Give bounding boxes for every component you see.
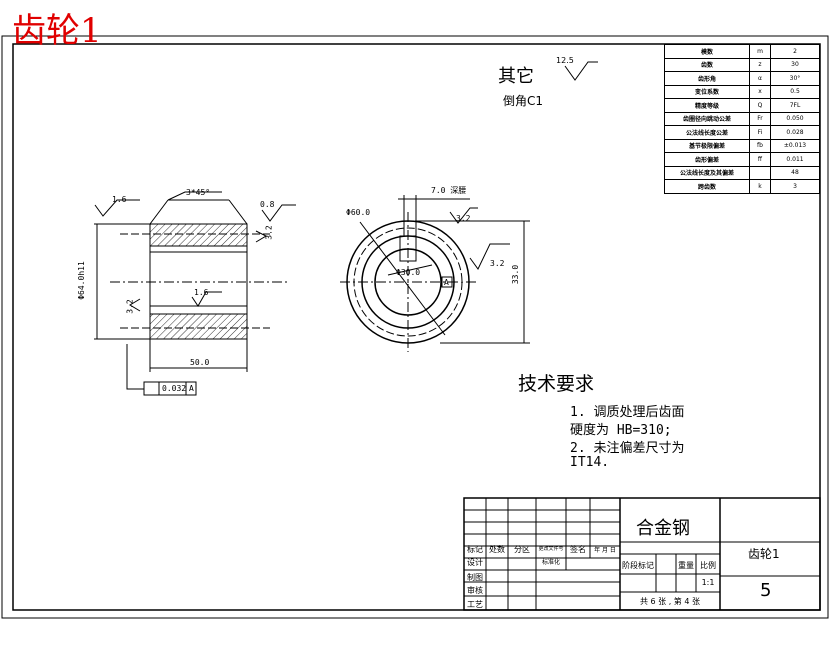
roughness-symbol bbox=[564, 61, 598, 81]
param-val: 7FL bbox=[770, 98, 820, 113]
tb-design: 设计 bbox=[467, 558, 483, 567]
note-title: 其它 bbox=[498, 66, 534, 87]
roughness-right: 0.8 bbox=[260, 200, 275, 209]
datum-label: A bbox=[444, 278, 449, 287]
param-name: 变位系数 bbox=[664, 84, 750, 99]
width-dim: 50.0 bbox=[190, 358, 210, 367]
tb-signature: 签名 bbox=[570, 545, 586, 554]
diameter-dim: Φ64.0h11 bbox=[76, 261, 86, 300]
tb-date: 年 月 日 bbox=[594, 547, 616, 554]
param-name: 公法线长度公差 bbox=[664, 125, 750, 140]
roughness-face: 3.2 bbox=[264, 225, 274, 240]
tb-zone: 分区 bbox=[514, 545, 530, 554]
param-sym: z bbox=[749, 57, 771, 72]
side-view bbox=[94, 191, 296, 396]
tolerance-datum: A bbox=[189, 384, 194, 393]
tb-stage-mark: 阶段标记 bbox=[622, 561, 654, 570]
tolerance-value: 0.032 bbox=[162, 384, 187, 393]
param-name: 齿圈径向跳动公差 bbox=[664, 111, 750, 126]
outer-frame bbox=[1, 35, 829, 619]
param-sym: m bbox=[749, 44, 771, 59]
param-name: 齿形偏差 bbox=[664, 152, 750, 167]
param-val: ±0.013 bbox=[770, 138, 820, 153]
param-sym bbox=[749, 165, 771, 180]
tb-scale: 比例 bbox=[700, 561, 716, 570]
roughness-bore-left: 3.2 bbox=[125, 299, 135, 314]
tb-weight: 重量 bbox=[678, 561, 694, 570]
param-sym: Q bbox=[749, 98, 771, 113]
param-val: 3 bbox=[770, 179, 820, 194]
tb-process: 工艺 bbox=[467, 600, 483, 609]
param-row: 公法线长度及其偏差 48 bbox=[664, 165, 820, 180]
param-name: 齿形角 bbox=[664, 71, 750, 86]
tech-req-line2: 硬度为 HB=310; bbox=[570, 423, 672, 438]
tb-scale-value: 1:1 bbox=[701, 578, 715, 587]
roughness-left: 1.6 bbox=[112, 195, 127, 204]
drawing-number: 5 bbox=[760, 580, 772, 601]
tb-review: 审核 bbox=[467, 586, 483, 595]
param-val: 0.028 bbox=[770, 125, 820, 140]
keyway-dim: 7.0 深腰 bbox=[431, 186, 467, 195]
chamfer-note: 倒角C1 bbox=[503, 94, 544, 108]
tech-req-title: 技术要求 bbox=[518, 373, 595, 395]
param-val: 0.5 bbox=[770, 84, 820, 99]
roughness-outer: 3.2 bbox=[490, 259, 505, 268]
note-roughness: 12.5 bbox=[556, 56, 574, 65]
param-name: 精度等级 bbox=[664, 98, 750, 113]
part-name: 齿轮1 bbox=[748, 547, 780, 561]
bore-dia: Φ30.0 bbox=[396, 268, 421, 277]
param-val: 30° bbox=[770, 71, 820, 86]
front-view bbox=[340, 195, 530, 352]
param-sym: ff bbox=[749, 152, 771, 167]
param-sym: α bbox=[749, 71, 771, 86]
roughness-bore: 1.6 bbox=[194, 288, 209, 297]
param-sym: k bbox=[749, 179, 771, 194]
tech-req-line3: 2. 未注偏差尺寸为 bbox=[570, 441, 685, 456]
inner-frame bbox=[12, 43, 821, 611]
title-block bbox=[463, 497, 821, 611]
param-name: 齿数 bbox=[664, 57, 750, 72]
param-name: 模数 bbox=[664, 44, 750, 59]
param-sym: x bbox=[749, 84, 771, 99]
param-sym: Fi bbox=[749, 125, 771, 140]
chamfer-dim: 3*45° bbox=[186, 188, 211, 197]
tb-standard: 标准化 bbox=[541, 559, 560, 566]
tb-mark: 标记 bbox=[467, 545, 483, 554]
param-val: 2 bbox=[770, 44, 820, 59]
param-val: 0.050 bbox=[770, 111, 820, 126]
corner-title: 齿轮1 bbox=[12, 11, 102, 51]
tb-drafting: 制图 bbox=[467, 573, 483, 582]
param-val: 30 bbox=[770, 57, 820, 72]
tech-req-line1: 1. 调质处理后齿面 bbox=[570, 405, 685, 420]
material: 合金钢 bbox=[636, 518, 690, 539]
param-val: 0.011 bbox=[770, 152, 820, 167]
param-name: 基节极限偏差 bbox=[664, 138, 750, 153]
param-val: 48 bbox=[770, 165, 820, 180]
outer-dia: Φ60.0 bbox=[346, 208, 371, 217]
height-dim: 33.0 bbox=[511, 264, 521, 285]
param-name: 跨齿数 bbox=[664, 179, 750, 194]
tb-sheet-info: 共 6 张 , 第 4 张 bbox=[640, 597, 700, 606]
param-name: 公法线长度及其偏差 bbox=[664, 165, 750, 180]
param-sym: Fr bbox=[749, 111, 771, 126]
tb-change-doc: 更改文件号 bbox=[538, 546, 564, 552]
tech-req-line4: IT14. bbox=[570, 455, 610, 470]
roughness-keyway: 3.2 bbox=[456, 214, 471, 223]
param-sym: fb bbox=[749, 138, 771, 153]
tb-count: 处数 bbox=[489, 545, 505, 554]
